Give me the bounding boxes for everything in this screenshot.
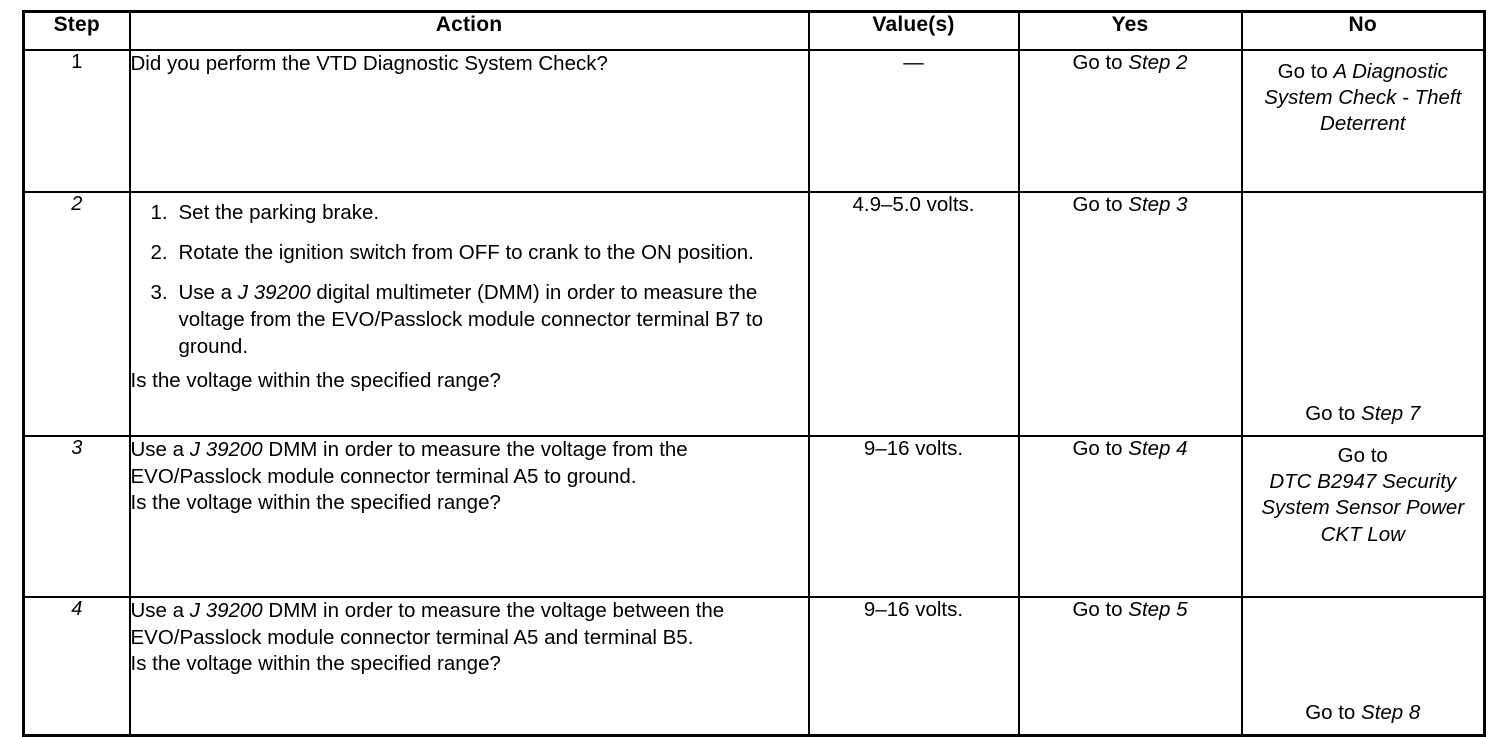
action-text-post: DMM in order to measure the voltage betw… [130,599,725,649]
list-marker: 1. [150,201,168,224]
table-row: 1 Did you perform the VTD Diagnostic Sys… [22,49,1486,193]
list-marker: 3. [150,281,168,305]
action-text: Did you perform the VTD Diagnostic Syste… [130,52,608,75]
table-row: 2 1. Set the parking brake. 2. Rotate the … [22,191,1486,437]
action-text: Use a J 39200 DMM in order to measure th… [131,598,808,651]
action-text-pre: Use a [130,438,190,461]
yes-cell: Go to Step 5 [1017,596,1243,737]
value-cell: 9–16 volts. [807,435,1020,598]
tool-reference: J 39200 [237,281,311,305]
yes-prefix: Go to [1072,598,1129,621]
header-row: Step Action Value(s) Yes No [22,10,1486,51]
column-header-step: Step [22,10,131,51]
value-cell: — [807,49,1020,193]
no-reference: Step 8 [1361,700,1421,724]
no-cell: Go to Step 8 [1240,596,1486,737]
no-reference: Step 7 [1361,401,1421,425]
table-row: 3 Use a J 39200 DMM in order to measure … [22,435,1486,598]
tool-reference: J 39200 [189,599,263,622]
action-cell: Use a J 39200 DMM in order to measure th… [128,596,810,737]
action-question: Is the voltage within the specified rang… [130,491,501,515]
list-item: 1. Set the parking brake. [131,199,808,226]
tool-reference: J 39200 [189,438,263,461]
action-question: Is the voltage within the specified rang… [130,369,501,393]
action-cell: Did you perform the VTD Diagnostic Syste… [128,49,810,193]
no-cell: Go to DTC B2947 Security System Sensor Po… [1240,435,1486,598]
table-row: 4 Use a J 39200 DMM in order to measure … [22,596,1486,737]
step-number-cell: 1 [22,49,131,193]
action-text-post: DMM in order to measure the voltage from… [130,438,688,488]
no-prefix: Go to [1305,700,1362,724]
column-header-action: Action [128,10,810,51]
yes-reference: Step 2 [1128,51,1188,74]
step-number: 4 [71,598,83,620]
table-header: Step Action Value(s) Yes No [22,10,1486,51]
action-step-list: 1. Set the parking brake. 2. Rotate the ig… [131,199,808,360]
no-reference: DTC B2947 Security System Sensor Power C… [1261,470,1465,546]
step-number: 2 [71,193,83,215]
list-item: 3. Use a J 39200 digital multimeter (DMM)… [131,279,808,360]
yes-reference: Step 4 [1128,437,1188,460]
action-text: Use a J 39200 DMM in order to measure th… [131,437,808,490]
column-header-yes: Yes [1017,10,1243,51]
step-number: 1 [71,51,83,73]
action-cell: 1. Set the parking brake. 2. Rotate the ig… [128,191,810,437]
diagnostic-procedure-table: Step Action Value(s) Yes No 1 Did you pe… [22,10,1486,737]
list-item: 2. Rotate the ignition switch from OFF to… [131,239,808,266]
yes-cell: Go to Step 4 [1017,435,1243,598]
yes-prefix: Go to [1072,51,1129,74]
yes-prefix: Go to [1072,437,1129,460]
column-header-no: No [1240,10,1486,51]
column-header-values: Value(s) [807,10,1020,51]
table-body: 1 Did you perform the VTD Diagnostic Sys… [22,49,1486,737]
no-prefix: Go to [1337,444,1388,467]
yes-cell: Go to Step 3 [1017,191,1243,437]
list-marker: 2. [150,241,168,265]
list-item-text-post: digital multimeter (DMM) in order to mea… [178,281,764,359]
no-prefix: Go to [1305,401,1362,425]
value-cell: 4.9–5.0 volts. [807,191,1020,437]
yes-reference: Step 5 [1128,598,1188,621]
action-question: Is the voltage within the specified rang… [130,652,501,676]
step-number: 3 [71,437,83,459]
list-item-text-pre: Use a [178,281,238,305]
step-number-cell: 4 [22,596,131,737]
list-item-text: Rotate the ignition switch from OFF to c… [178,241,754,265]
no-reference: A Diagnostic System Check - Theft Deterr… [1264,60,1462,136]
list-item-text: Set the parking brake. [178,201,380,224]
step-number-cell: 3 [22,435,131,598]
yes-cell: Go to Step 2 [1017,49,1243,193]
yes-reference: Step 3 [1128,193,1188,216]
yes-prefix: Go to [1072,193,1129,216]
no-cell: Go to Step 7 [1240,191,1486,437]
step-number-cell: 2 [22,191,131,437]
action-cell: Use a J 39200 DMM in order to measure th… [128,435,810,598]
value-cell: 9–16 volts. [807,596,1020,737]
action-text-pre: Use a [130,599,190,622]
no-cell: Go to A Diagnostic System Check - Theft … [1240,49,1486,193]
no-prefix: Go to [1277,60,1334,83]
